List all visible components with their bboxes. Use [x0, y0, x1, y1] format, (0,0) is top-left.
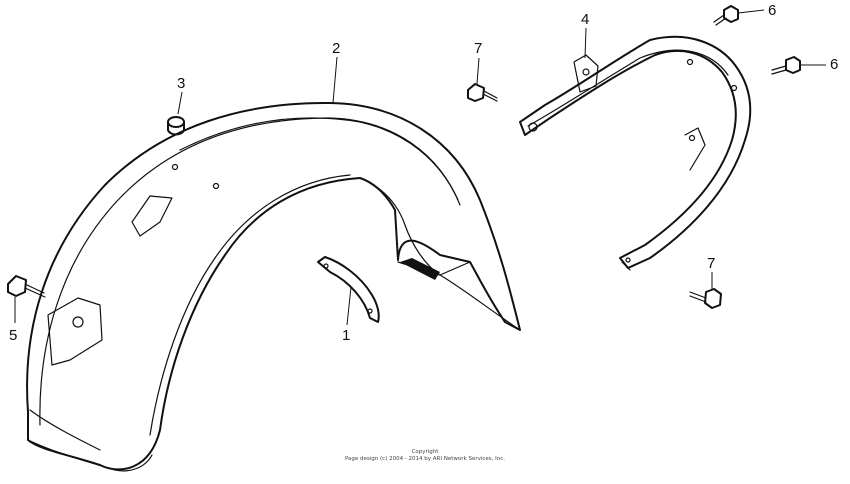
copyright-line-2: Page design (c) 2004 - 2014 by ARI Netwo… [344, 456, 506, 462]
callout-5: 5 [9, 327, 18, 344]
callout-6-right: 6 [830, 56, 839, 73]
callout-3: 3 [177, 75, 186, 92]
bolt-6-right [771, 56, 801, 75]
rear-fender [26, 101, 521, 472]
callout-1: 1 [342, 327, 351, 344]
bolt-7-upper [467, 83, 498, 102]
callout-4: 4 [581, 11, 590, 28]
callout-7-lower: 7 [707, 255, 716, 272]
bolt-7-lower [689, 288, 722, 309]
grommet-3 [167, 116, 185, 136]
callout-6-top: 6 [768, 2, 777, 19]
fender-bracket [317, 256, 380, 323]
callout-7-upper: 7 [474, 40, 483, 57]
leader-lines [14, 9, 826, 326]
bolt-6-top [713, 5, 739, 26]
bolt-5 [7, 275, 46, 298]
callout-2: 2 [332, 40, 341, 57]
copyright-line-1: Copyright [411, 449, 439, 455]
grab-rail [519, 35, 752, 271]
